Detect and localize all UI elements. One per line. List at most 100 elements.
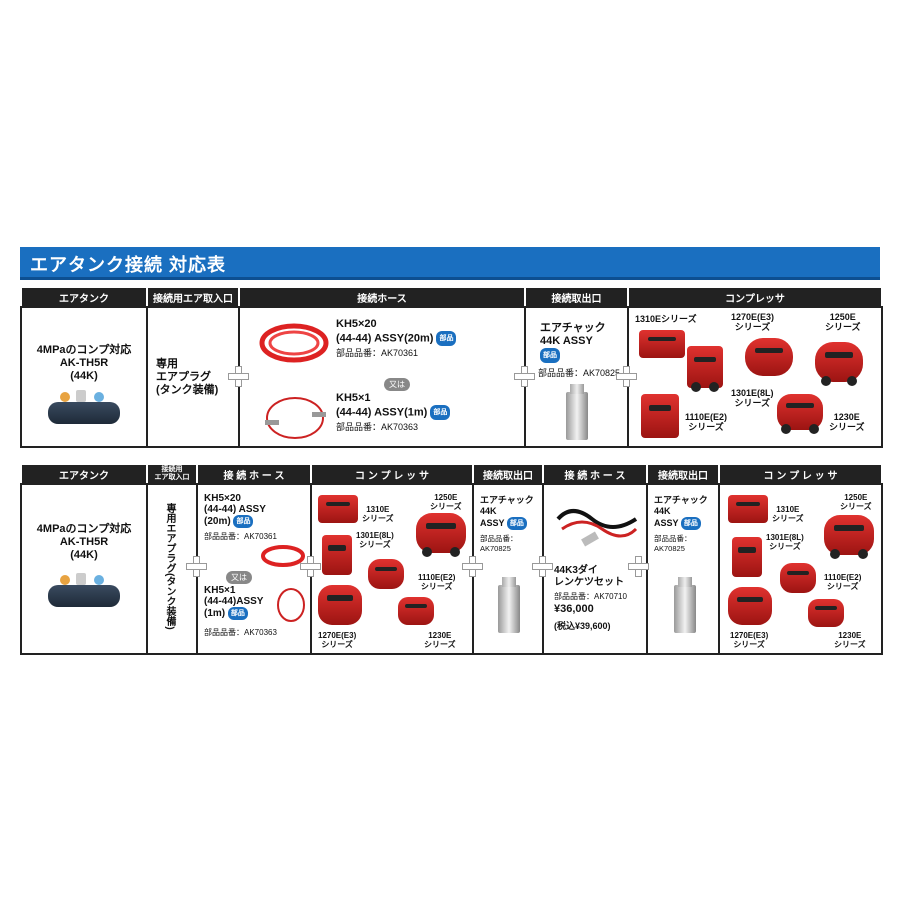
compB-1270e: 1270E(E3) — [730, 631, 769, 640]
outlet-cell: エアチャック 44K ASSY 部品 部品品番：AK70825 — [524, 306, 629, 448]
compA-1250e-series: シリーズ — [430, 502, 462, 511]
compB-1230e: 1230E — [838, 631, 862, 640]
compressor-image — [728, 495, 768, 523]
header-outlet: 接続取出口 — [524, 288, 629, 308]
header-hose-2: 接 続 ホ ー ス — [542, 465, 648, 485]
compA-1250e: 1250E — [434, 493, 458, 502]
outlet1-line2: 44K — [480, 506, 497, 516]
plus-icon — [300, 556, 321, 577]
comp-1301e-series: シリーズ — [734, 398, 771, 408]
plus-icon — [628, 556, 649, 577]
header-compressor-2: コ ン プ レ ッ サ — [718, 465, 883, 485]
hose2-assy: (44-44) ASSY(1m) — [336, 406, 428, 419]
compressor-image — [687, 346, 723, 392]
compB-1301e-series: シリーズ — [769, 542, 801, 551]
header-outlet: 接続取出口 — [472, 465, 544, 485]
header-compressor: コ ン プ レ ッ サ — [310, 465, 474, 485]
tank-spec: 4MPaのコンプ対応 — [36, 523, 132, 535]
compA-1270e: 1270E(E3) — [318, 631, 357, 640]
compatibility-table-2: エアタンク 接続用エア取入口 接 続 ホ ー ス コ ン プ レ ッ サ 接続取… — [20, 465, 883, 655]
comp-1250e: 1250E — [829, 312, 856, 322]
tank-model: AK-TH5R — [59, 357, 109, 369]
outlet2-line2: 44K — [654, 506, 671, 516]
compressor-image — [368, 559, 404, 589]
header-tank: エアタンク — [20, 288, 148, 308]
inlet-cell: 専用 エアプラグ (タンク装備) — [146, 306, 240, 448]
hose2-assy: (44-44)ASSY — [204, 596, 264, 607]
compA-1230e-series: シリーズ — [424, 640, 456, 649]
header-outlet-2: 接続取出口 — [646, 465, 720, 485]
comp-1270e: 1270E(E3) — [731, 312, 775, 322]
compA-1310e-series: シリーズ — [362, 514, 394, 523]
air-chuck-image — [498, 577, 520, 633]
header-inlet: 接続用エア取入口 — [146, 465, 198, 485]
compA-1110e-series: シリーズ — [420, 582, 453, 591]
hose2-length: (1m) — [204, 608, 226, 620]
outlet2-line3: ASSY — [654, 517, 679, 528]
comp-1230e-series: シリーズ — [829, 422, 865, 432]
plus-icon — [514, 366, 535, 387]
hose1-part: 部品品番：AK70361 — [204, 532, 277, 541]
hose2-name: KH5×1 — [336, 392, 371, 404]
outlet-line1: エアチャック — [540, 322, 606, 334]
compB-1230e-series: シリーズ — [834, 640, 866, 649]
compressor-image — [745, 338, 793, 376]
tank-spec: 4MPaのコンプ対応 — [36, 344, 132, 356]
compA-1310e: 1310E — [366, 505, 390, 514]
compA-1110e: 1110E(E2) — [418, 573, 456, 582]
outlet-part: 部品品番：AK70825 — [538, 368, 621, 378]
outlet-cell-2: エアチャック 44K ASSY 部品 部品品番：AK70825 — [646, 483, 720, 655]
hose2-badge: 部品 — [430, 405, 451, 420]
compressor-image — [728, 587, 772, 625]
comp-1110e: 1110E(E2) — [685, 412, 728, 422]
header-inlet: 接続用エア取入口 — [146, 288, 240, 308]
compressor-image — [318, 585, 362, 625]
section-title-bar: エアタンク接続 対応表 — [20, 247, 880, 280]
header-hose: 接続ホース — [238, 288, 526, 308]
hose2-badge: 部品 — [227, 607, 248, 620]
tank-model: AK-TH5R — [59, 536, 109, 548]
compressor-image — [639, 330, 685, 358]
air-chuck-image — [674, 577, 696, 633]
comp-1250e-series: シリーズ — [825, 322, 861, 332]
outlet-badge: 部品 — [540, 348, 560, 363]
compB-1310e: 1310E — [776, 505, 800, 514]
set-price-tax: (税込¥39,600) — [554, 621, 611, 631]
compressor-image — [808, 599, 844, 627]
air-tank-image — [48, 390, 120, 426]
compressor-image — [318, 495, 358, 523]
comp-1110e-series: シリーズ — [688, 422, 724, 432]
hose-cell: KH5×20 (44-44) ASSY (20m) 部品 部品品番：AK7036… — [196, 483, 312, 655]
compB-1250e: 1250E — [844, 493, 868, 502]
hose-20m-image — [259, 323, 329, 363]
hose1-length: (20m) — [204, 516, 231, 528]
compressor-image — [322, 535, 352, 575]
hose2-part: 部品品番：AK70363 — [336, 422, 419, 432]
inlet-line2: エアプラグ — [156, 371, 211, 383]
hose1-assy: (44-44) ASSY(20m) — [336, 332, 434, 345]
inlet-line1: 専用 — [156, 358, 178, 370]
compressor-image — [777, 394, 823, 434]
hose2-part: 部品品番：AK70363 — [204, 628, 277, 637]
header-inlet-l2: エア取入口 — [154, 474, 190, 481]
header-inlet-l1: 接続用 — [161, 466, 183, 473]
hose1-name: KH5×20 — [204, 493, 241, 504]
comp-1230e: 1230E — [833, 412, 860, 422]
plus-icon — [186, 556, 207, 577]
set-price: ¥36,000 — [554, 603, 594, 615]
section-title: エアタンク接続 対応表 — [30, 255, 226, 275]
header-hose: 接 続 ホ ー ス — [196, 465, 312, 485]
tank-type: (44K) — [70, 370, 98, 382]
comp-1301e: 1301E(8L) — [731, 388, 774, 398]
hose-1m-image — [277, 588, 305, 622]
compA-1301e-series: シリーズ — [359, 540, 391, 549]
set-name-1: 44K3ダイ — [554, 565, 598, 576]
outlet1-line1: エアチャック — [480, 495, 534, 505]
outlet2-line1: エアチャック — [654, 495, 708, 505]
compressor-image — [416, 513, 466, 557]
compB-1270e-series: シリーズ — [733, 640, 765, 649]
hose-20m-image — [261, 545, 305, 567]
compressor-image — [780, 563, 816, 593]
